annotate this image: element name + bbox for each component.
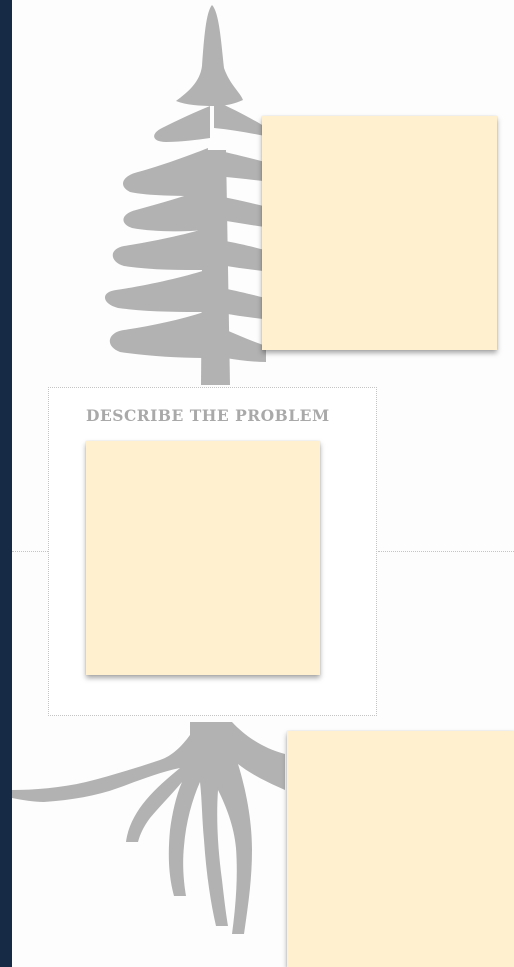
flow-line-right — [378, 551, 514, 552]
problem-zone-title: DESCRIBE THE PROBLEM — [86, 406, 330, 425]
sticky-note-problem[interactable] — [86, 441, 320, 675]
sticky-note-top[interactable] — [262, 116, 497, 350]
sticky-note-bottom[interactable] — [287, 731, 514, 967]
flow-line-left — [12, 551, 48, 552]
